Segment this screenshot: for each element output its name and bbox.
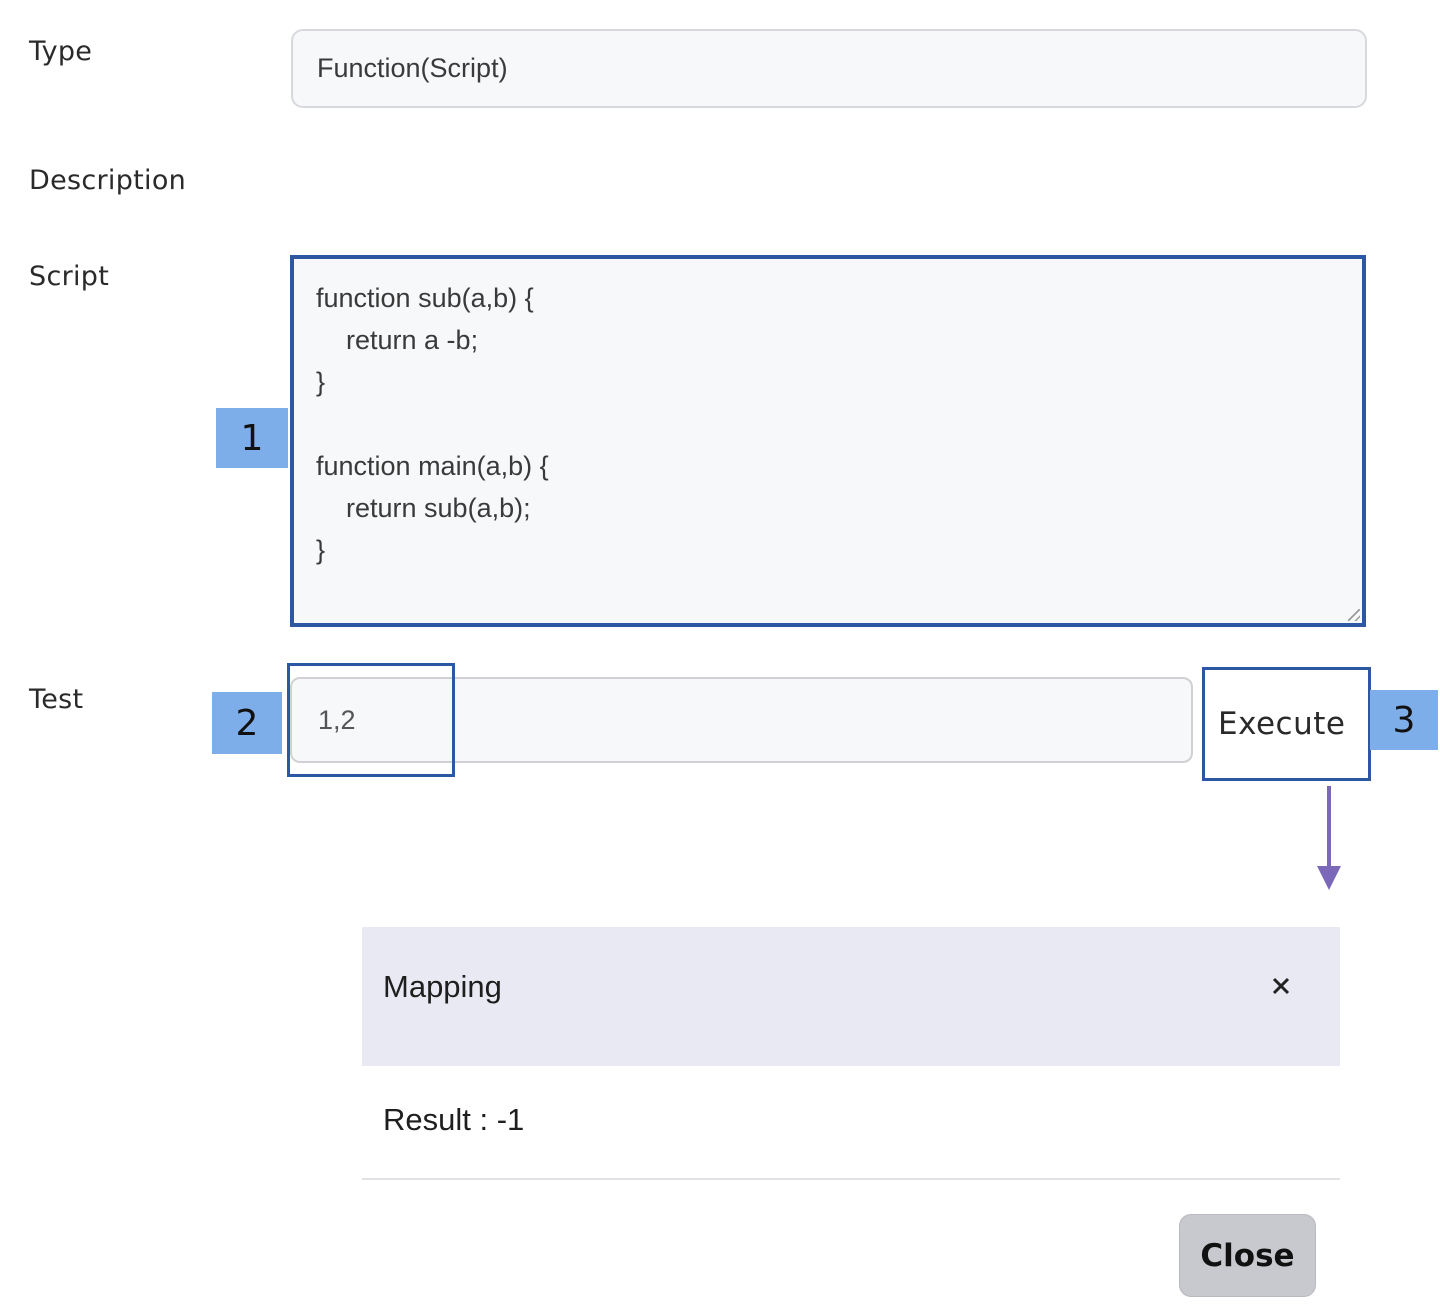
resize-grip-icon[interactable] [1348,609,1360,621]
test-label: Test [29,684,84,715]
modal-title: Mapping [383,969,502,1004]
test-input[interactable]: 1,2 [290,677,1193,763]
script-textarea[interactable]: function sub(a,b) { return a -b; } funct… [290,255,1366,627]
modal-header: Mapping [362,927,1340,1066]
type-label: Type [29,36,93,67]
type-value: Function(Script) [317,53,508,83]
type-field[interactable]: Function(Script) [291,29,1367,108]
close-button[interactable]: Close [1179,1214,1316,1297]
script-label: Script [29,261,110,292]
test-input-value: 1,2 [318,704,356,735]
annotation-badge-1: 1 [216,408,288,468]
annotation-badge-3: 3 [1370,690,1438,750]
close-icon[interactable] [1270,975,1292,997]
annotation-badge-2: 2 [212,692,282,754]
modal-divider [362,1178,1340,1180]
result-text: Result : -1 [383,1102,525,1137]
test-input-highlight [287,663,455,777]
script-code: function sub(a,b) { return a -b; } funct… [316,283,549,565]
description-label: Description [29,165,187,196]
execute-button[interactable]: Execute [1202,667,1371,781]
arrow-down-icon [1317,786,1341,890]
